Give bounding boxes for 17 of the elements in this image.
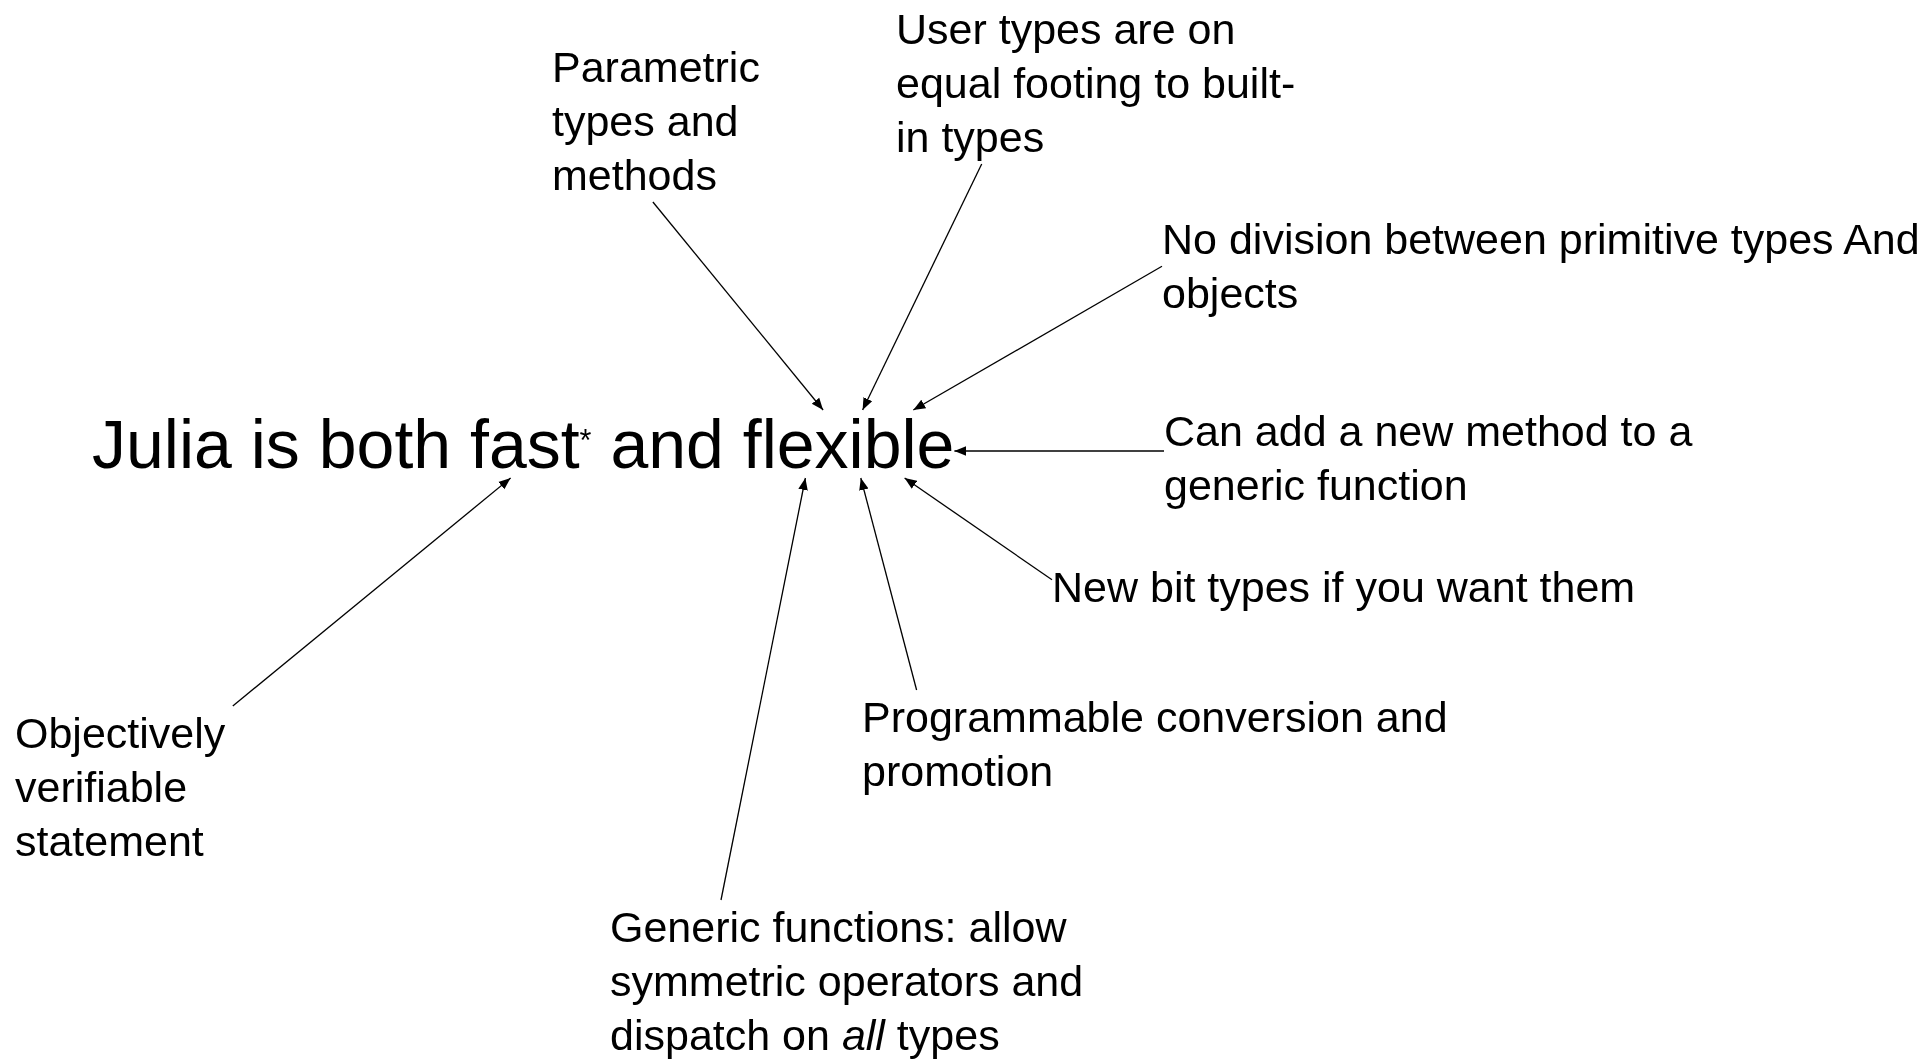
annotation-text: New bit types if you want them xyxy=(1052,560,1636,614)
headline-text: Julia is both fast$^{*}$ and flexible xyxy=(92,410,955,478)
annotation-text: Objectively verifiable statement xyxy=(15,706,275,868)
annotation-text: Parametric types and methods xyxy=(552,40,802,202)
arrow xyxy=(720,477,808,901)
annotation-text: User types are on equal footing to built-in types xyxy=(896,2,1296,164)
arrow xyxy=(232,477,512,707)
arrow xyxy=(912,265,1163,411)
arrow xyxy=(903,477,1053,581)
annotation-text: No division between primitive types And objects xyxy=(1162,212,1920,320)
arrow xyxy=(652,201,824,411)
arrow xyxy=(859,477,918,691)
annotation-text: Can add a new method to a generic function xyxy=(1164,404,1734,512)
arrow xyxy=(861,163,983,411)
arrow xyxy=(953,446,1165,456)
annotation-text: Programmable conversion and promotion xyxy=(862,690,1452,798)
annotation-text: Generic functions: allow symmetric operators and dispatch on all types xyxy=(610,900,1160,1059)
